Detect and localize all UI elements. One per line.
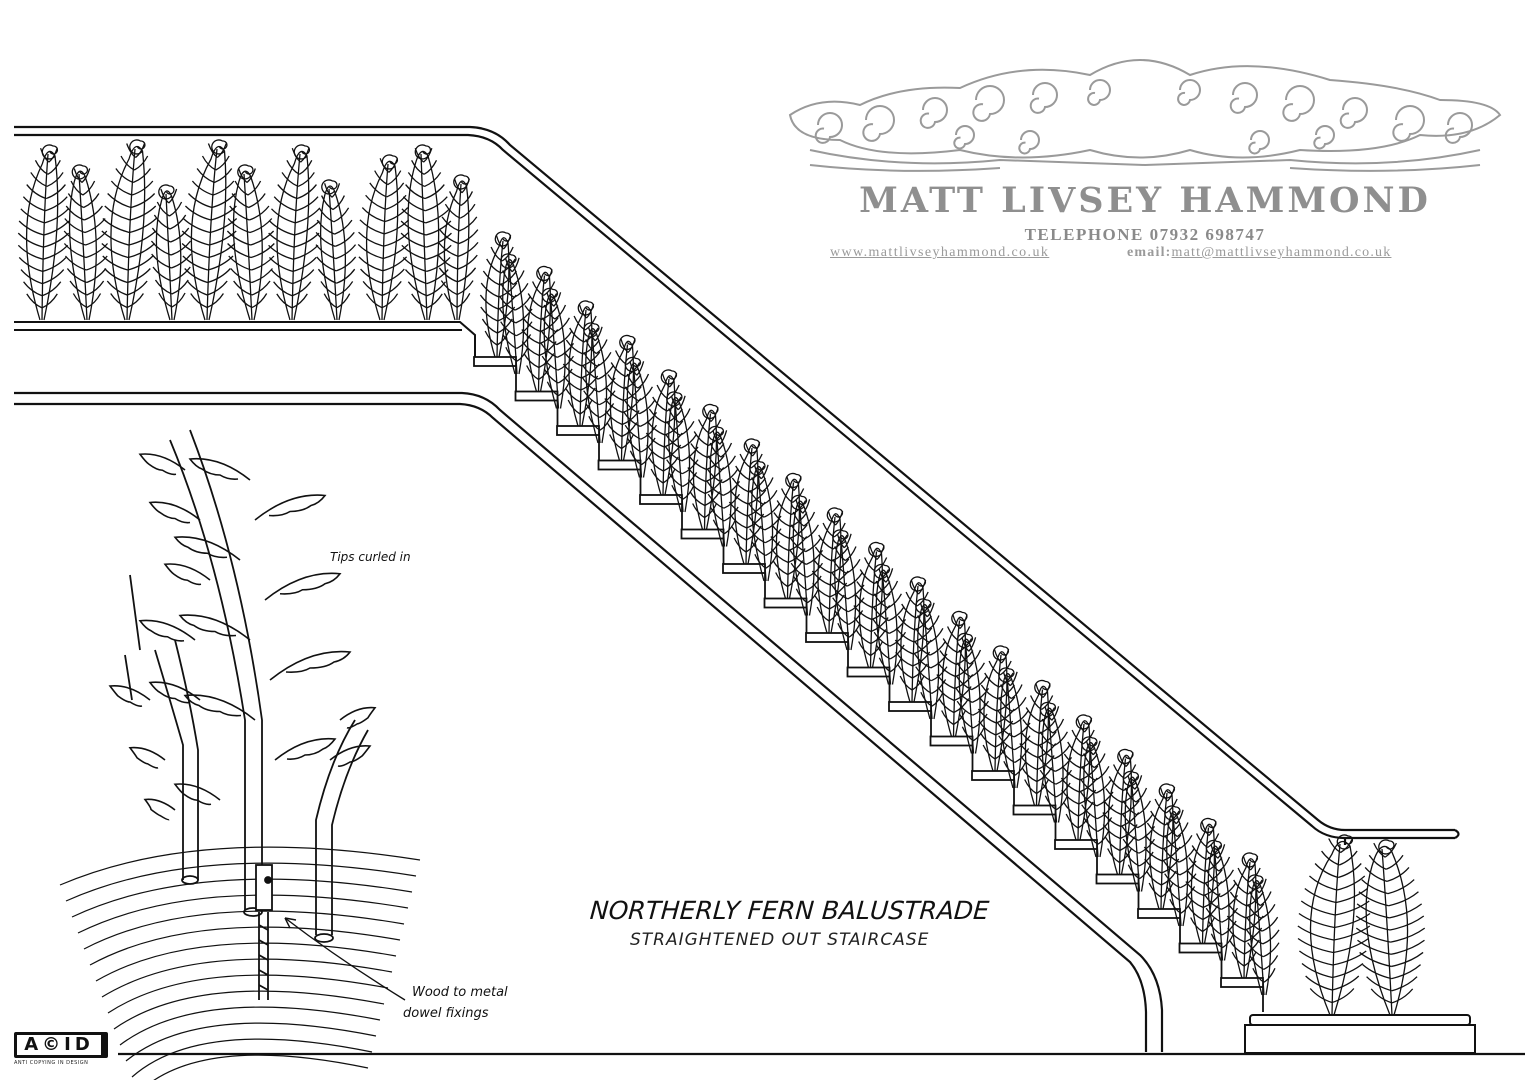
fern-detail-sketch — [59, 429, 421, 1084]
acid-badge: A©ID — [14, 1032, 108, 1058]
email-address[interactable]: matt@mattlivseyhammond.co.uk — [1171, 245, 1392, 260]
stair-string — [14, 391, 1164, 1052]
fern-balusters — [17, 139, 1426, 1016]
drawing-title: NORTHERLY FERN BALUSTRADE — [588, 896, 991, 925]
email-label: email: — [1127, 245, 1172, 260]
letterhead-scroll-ornament — [788, 59, 1502, 172]
drawing-subtitle: STRAIGHTENED OUT STAIRCASE — [630, 930, 930, 950]
email-line[interactable]: email:matt@mattlivseyhammond.co.uk — [1127, 245, 1391, 261]
acid-logo: A©ID — [17, 1035, 101, 1055]
telephone-line: TELEPHONE 07932 698747 — [1024, 225, 1266, 244]
annotation-tips-curled: Tips curled in — [330, 550, 411, 564]
annotation-fixings-line1: Wood to metal — [412, 985, 508, 1000]
annotation-fixings-line2: dowel fixings — [403, 1006, 489, 1021]
company-name: MATT LIVSEY HAMMOND — [859, 180, 1431, 221]
website-link[interactable]: www.mattlivseyhammond.co.uk — [830, 245, 1050, 260]
acid-tagline: ANTI COPYING IN DESIGN — [14, 1060, 89, 1066]
landing-floor-edge — [14, 321, 476, 358]
newel-base — [1244, 1014, 1476, 1054]
